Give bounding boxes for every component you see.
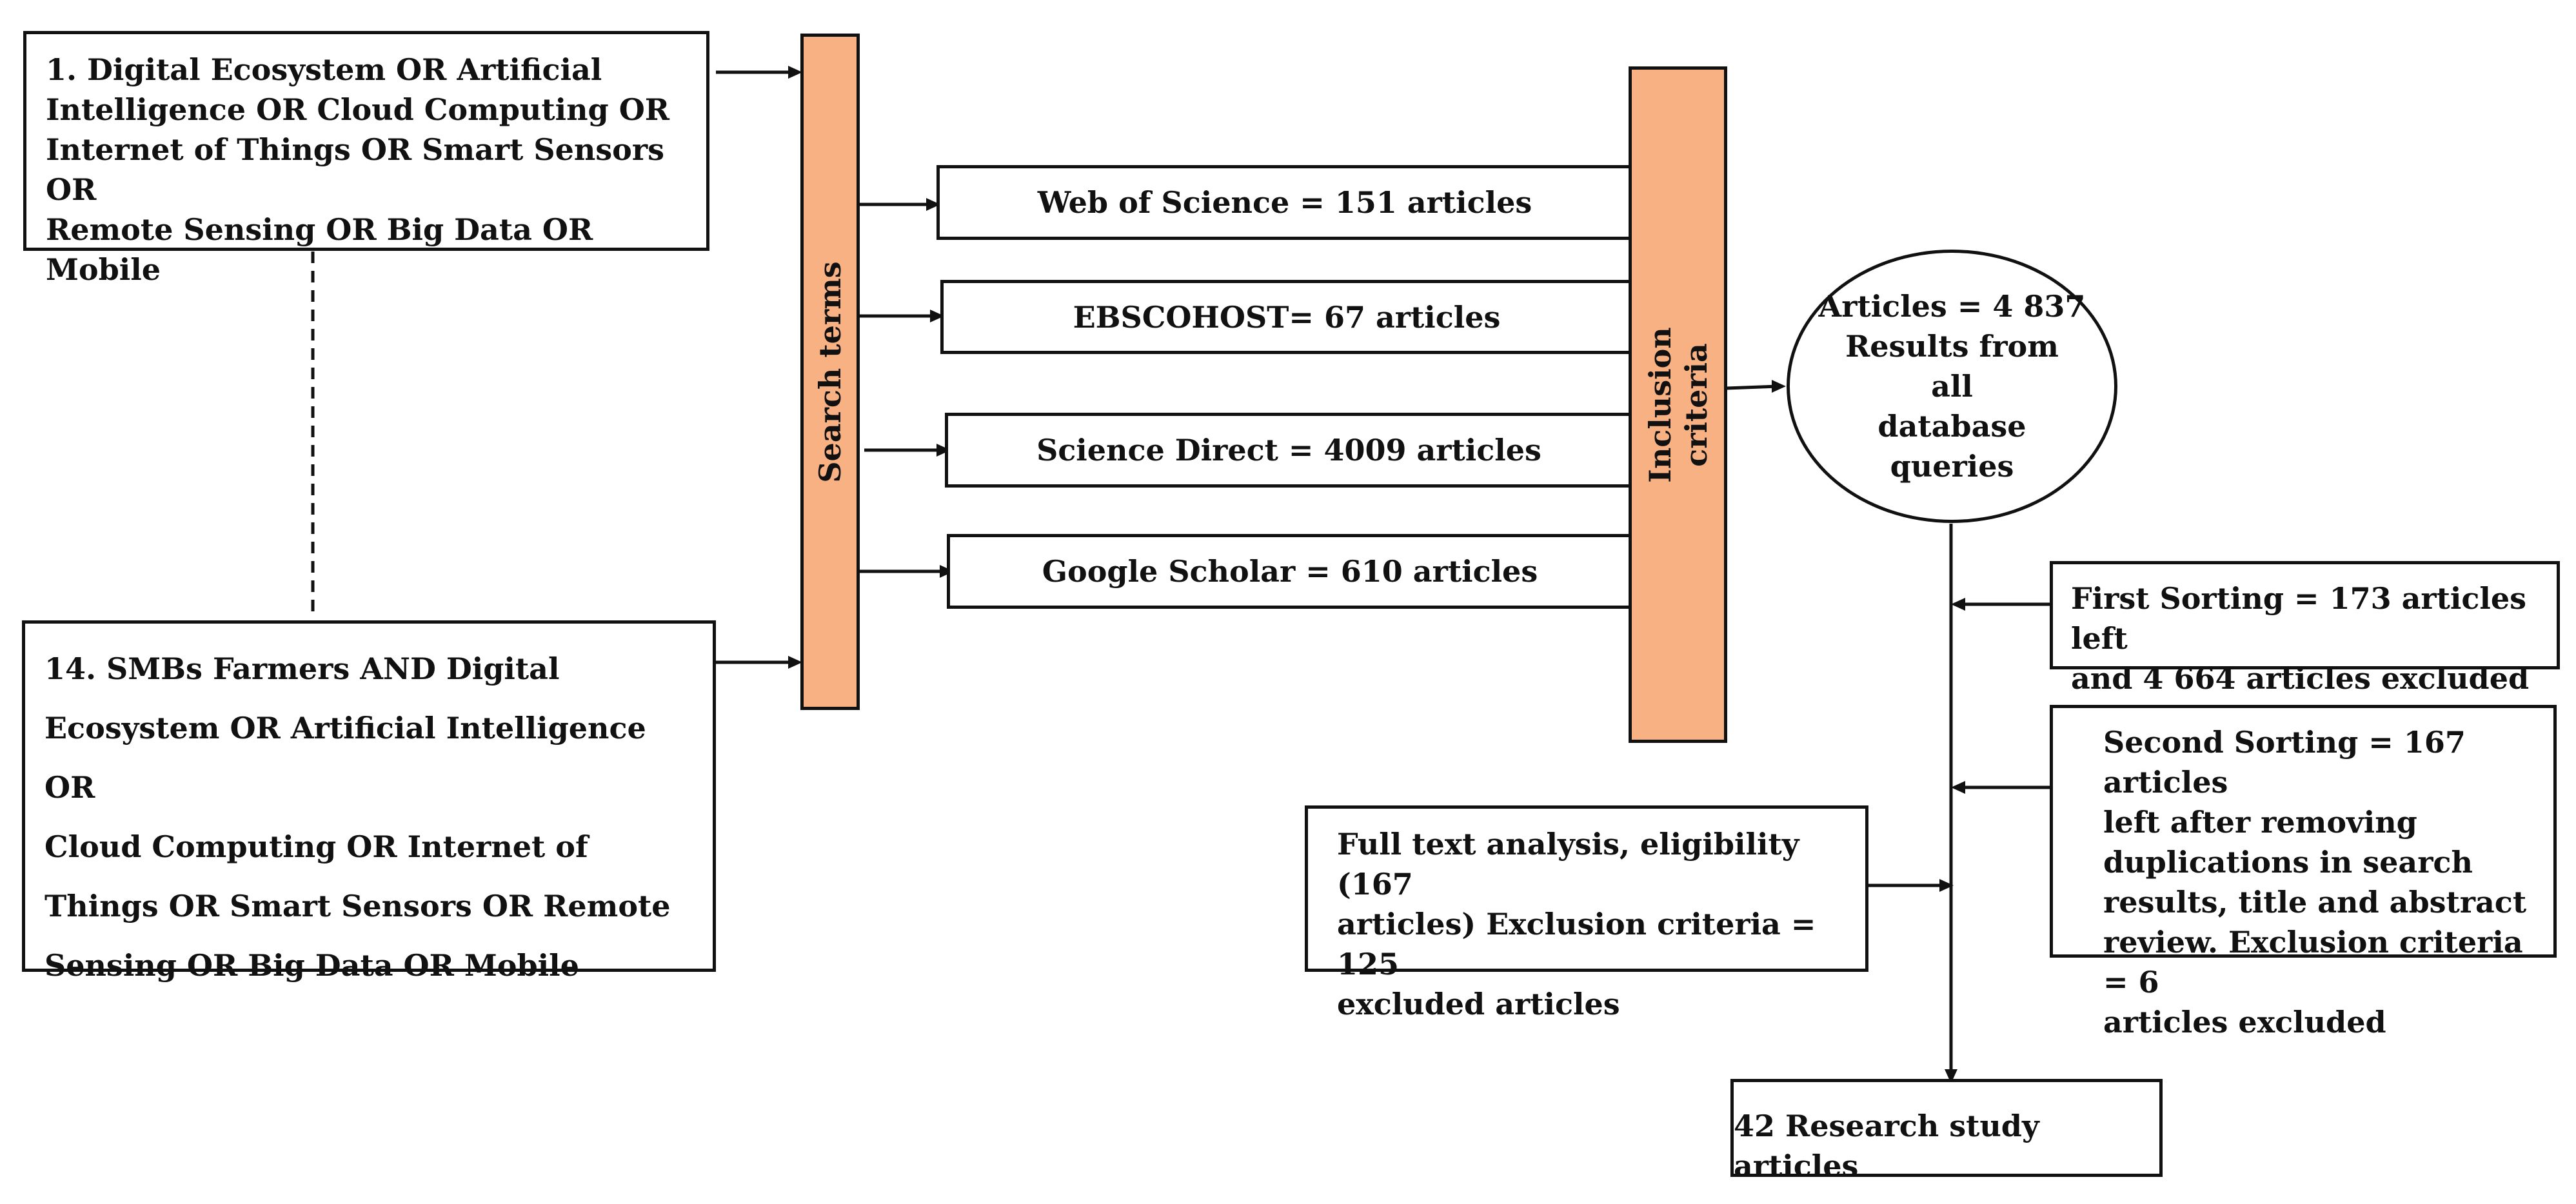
arrowhead-first-sorting	[1951, 598, 1965, 611]
query-two-box: 14. SMBs Farmers AND Digital Ecosystem O…	[22, 620, 716, 983]
final-articles-box: 42 Research study articles	[1730, 1079, 2163, 1183]
arrowhead-results	[1772, 380, 1786, 393]
second-sorting-line: Second Sorting = 167 articles	[2103, 725, 2466, 800]
database-label: Google Scholar = 610 articles	[1042, 554, 1538, 589]
arrowhead-second-sorting	[1951, 781, 1965, 794]
query-one-text: 1. Digital Ecosystem OR Artificial Intel…	[46, 50, 687, 290]
query-two-line: Things OR Smart Sensors OR Remote	[45, 889, 671, 923]
results-line: queries	[1890, 449, 2014, 484]
arrowhead-science-direct	[936, 444, 951, 457]
query-two-line: Sensing OR Big Data OR Mobile	[45, 948, 579, 983]
arrowhead-ebscohost	[930, 310, 944, 322]
full-text-line: excluded articles	[1337, 987, 1620, 1021]
full-text-line: Full text analysis, eligibility (167	[1337, 827, 1799, 902]
inclusion-criteria-label: Inclusion criteria	[1642, 327, 1714, 482]
first-sorting-line: and 4 664 articles excluded	[2071, 661, 2530, 696]
arrowhead-final	[1945, 1069, 1957, 1083]
full-text-line: articles) Exclusion criteria = 125	[1337, 907, 1816, 982]
arrowhead-web-of-science	[926, 198, 940, 211]
query-one-line: Internet of Things OR Smart Sensors OR	[46, 132, 664, 207]
query-one-line: Remote Sensing OR Big Data OR Mobile	[46, 212, 593, 287]
search-terms-label: Search terms	[812, 261, 848, 482]
second-sorting-line: duplications in search	[2103, 845, 2473, 880]
query-two-line: Cloud Computing OR Internet of	[45, 829, 588, 864]
database-box-science-direct: Science Direct = 4009 articles	[945, 413, 1630, 488]
results-ellipse: Articles = 4 837 Results from all databa…	[1787, 250, 2117, 523]
second-sorting-line: review. Exclusion criteria = 6	[2103, 925, 2523, 1000]
search-terms-bar: Search terms	[800, 34, 860, 710]
second-sorting-line: results, title and abstract	[2103, 885, 2527, 920]
full-text-analysis-box: Full text analysis, eligibility (167 art…	[1305, 805, 1868, 1021]
database-box-web-of-science: Web of Science = 151 articles	[936, 165, 1630, 240]
results-text: Articles = 4 837 Results from all databa…	[1819, 286, 2086, 486]
results-line: database	[1878, 409, 2026, 444]
inclusion-criteria-line: Inclusion	[1642, 326, 1678, 483]
results-line: Articles = 4 837	[1818, 289, 2086, 324]
database-label: Web of Science = 151 articles	[1037, 185, 1532, 220]
query-two-text: 14. SMBs Farmers AND Digital Ecosystem O…	[45, 639, 693, 995]
query-one-box: 1. Digital Ecosystem OR Artificial Intel…	[23, 31, 709, 287]
inclusion-criteria-bar: Inclusion criteria	[1629, 66, 1727, 743]
query-one-line: Intelligence OR Cloud Computing OR	[46, 92, 669, 127]
final-articles-label: 42 Research study articles	[1734, 1109, 2039, 1183]
results-line: all	[1931, 369, 1973, 404]
results-line: Results from	[1845, 329, 2059, 364]
database-label: Science Direct = 4009 articles	[1036, 433, 1541, 468]
query-one-line: 1. Digital Ecosystem OR Artificial	[46, 52, 602, 87]
first-sorting-line: First Sorting = 173 articles left	[2071, 581, 2527, 656]
inclusion-criteria-line: criteria	[1678, 342, 1714, 467]
arrow-inclusion-to-results	[1726, 384, 1779, 390]
arrowhead-query-one	[788, 66, 802, 79]
database-box-google-scholar: Google Scholar = 610 articles	[947, 534, 1630, 609]
second-sorting-line: left after removing	[2103, 805, 2417, 840]
query-two-line: 14. SMBs Farmers AND Digital	[45, 651, 560, 686]
arrowhead-full-text	[1939, 879, 1954, 892]
arrowhead-query-two	[788, 656, 802, 669]
second-sorting-box: Second Sorting = 167 articles left after…	[2050, 705, 2557, 1040]
second-sorting-line: articles excluded	[2103, 1005, 2386, 1040]
first-sorting-box: First Sorting = 173 articles left and 4 …	[2050, 561, 2560, 696]
database-label: EBSCOHOST= 67 articles	[1073, 299, 1501, 335]
query-two-line: Ecosystem OR Artificial Intelligence OR	[45, 711, 646, 805]
database-box-ebscohost: EBSCOHOST= 67 articles	[940, 280, 1630, 354]
search-terms-text: Search terms	[813, 261, 847, 483]
